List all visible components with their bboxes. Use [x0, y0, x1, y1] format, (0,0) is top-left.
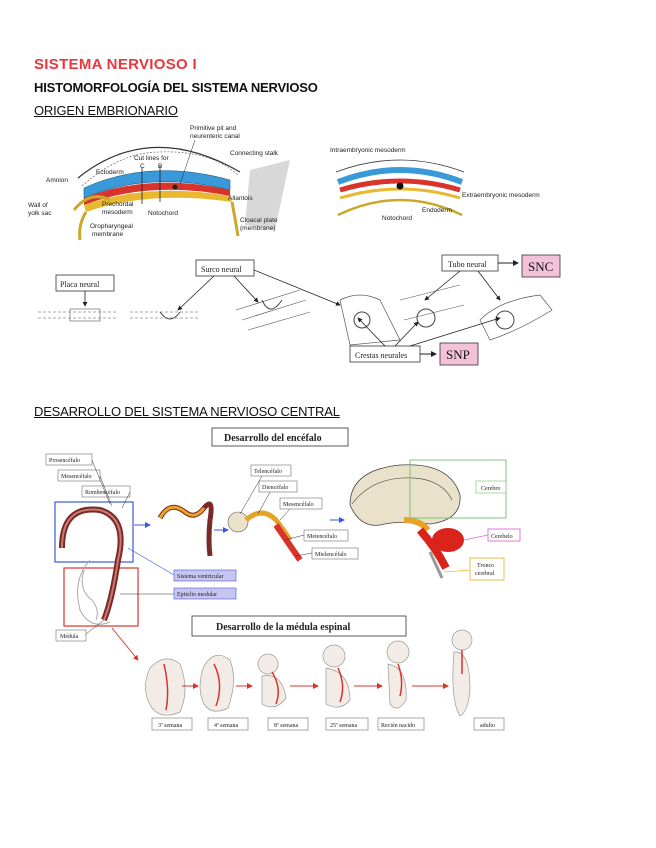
spinal-development-diagram: Desarrollo de la médula espinal 3ª seman…	[145, 615, 505, 731]
label-rombencefalo: Rombencéfalo	[85, 489, 120, 496]
spinal-title: Desarrollo de la médula espinal	[216, 622, 350, 633]
label-cut-b: B	[158, 163, 162, 170]
stage-label: Recién nacido	[381, 723, 415, 729]
spinal-stage-labels: 3ª semana 4ª semana 8ª semana 25ª semana…	[151, 717, 505, 731]
label-prechordal-2: mesoderm	[102, 209, 133, 216]
embryo-cross-section-diagram: Intraembryonic mesoderm Extraembryonic m…	[330, 147, 540, 222]
label-placa-neural: Placa neural	[60, 280, 100, 289]
label-mesencefalo: Mesencéfalo	[61, 473, 92, 480]
label-oropharyngeal-1: Oropharyngeal	[90, 223, 134, 230]
label-diencefalo: Diencéfalo	[262, 484, 288, 491]
section-heading-origen: ORIGEN EMBRIONARIO	[34, 103, 178, 118]
label-snc: SNC	[528, 259, 553, 274]
label-sistema-ventricular: Sistema ventricular	[177, 574, 224, 580]
page-title: SISTEMA NERVIOSO I	[34, 56, 197, 73]
label-prosencefalo: Prosencéfalo	[49, 457, 80, 464]
stage-label: 8ª semana	[274, 723, 298, 729]
box-snc	[521, 254, 561, 278]
label-neurenteric: neurenteric canal	[190, 133, 240, 140]
box-surco-neural	[195, 259, 255, 277]
label-notochord-right: Notochord	[382, 215, 412, 222]
stage-label: 25ª semana	[330, 723, 357, 729]
label-allantois: Allantois	[228, 195, 253, 202]
label-cut-lines: Cut lines for	[134, 155, 170, 162]
label-wall-yolk-2: yolk sac	[28, 210, 52, 217]
label-extraembryonic: Extraembryonic mesoderm	[462, 192, 540, 199]
label-crestas-neurales: Crestas neurales	[355, 351, 407, 360]
label-primitive-pit: Primitive pit and	[190, 125, 237, 132]
label-cut-c: C	[140, 163, 145, 170]
label-surco-neural: Surco neural	[201, 265, 242, 274]
brain-title: Desarrollo del encéfalo	[224, 433, 322, 444]
stage-label: 4ª semana	[214, 723, 238, 729]
label-cerebro: Cerebro	[481, 486, 500, 492]
label-metencefalo: Metencéfalo	[307, 533, 337, 540]
label-tronco-2: cerebral	[475, 571, 495, 577]
box-snp	[439, 342, 479, 366]
label-cloacal-1: Cloacal plate	[240, 217, 278, 224]
label-oropharyngeal-2: membrane	[92, 231, 123, 238]
label-intraembryonic: Intraembryonic mesoderm	[330, 147, 406, 154]
brain-development-diagram: Desarrollo del encéfalo Prosencéfalo Mes…	[45, 427, 521, 661]
label-tronco-1: Tronco	[477, 563, 494, 569]
stage-label: adulto	[480, 723, 495, 729]
label-medula: Médula	[60, 634, 79, 640]
stage-label: 3ª semana	[158, 723, 182, 729]
label-connecting-stalk: Connecting stalk	[230, 150, 279, 157]
label-ectoderm: Ectoderm	[96, 169, 124, 176]
label-cerebelo: Cerebelo	[491, 534, 513, 540]
label-snp: SNP	[446, 347, 470, 362]
section-heading-desarrollo: DESARROLLO DEL SISTEMA NERVIOSO CENTRAL	[34, 404, 340, 419]
label-tubo-neural: Tubo neural	[448, 260, 487, 269]
embryo-sagittal-diagram: Amnion Ectoderm Cut lines for C B Primit…	[28, 125, 290, 241]
neural-tube-diagram: Placa neural Surco neural Tubo neural SN…	[38, 254, 561, 366]
label-telencefalo: Telencéfalo	[254, 468, 282, 475]
label-endoderm: Endoderm	[422, 207, 452, 214]
label-notochord-left: Notochord	[148, 210, 178, 217]
page-subtitle: HISTOMORFOLOGÍA DEL SISTEMA NERVIOSO	[34, 80, 318, 95]
box-brain-title	[211, 427, 349, 447]
label-epitelio-medular: Epitelio medular	[177, 592, 217, 598]
label-amnion: Amnion	[46, 177, 68, 184]
label-prechordal-1: Prechordal	[102, 201, 134, 208]
label-cloacal-2: (membrane)	[240, 225, 275, 232]
label-wall-yolk-1: Wall of	[28, 202, 48, 209]
label-mielencefalo: Mielencéfalo	[315, 551, 347, 558]
label-mesencefalo-2: Mesencéfalo	[283, 501, 314, 508]
box-spinal-title	[191, 615, 407, 637]
